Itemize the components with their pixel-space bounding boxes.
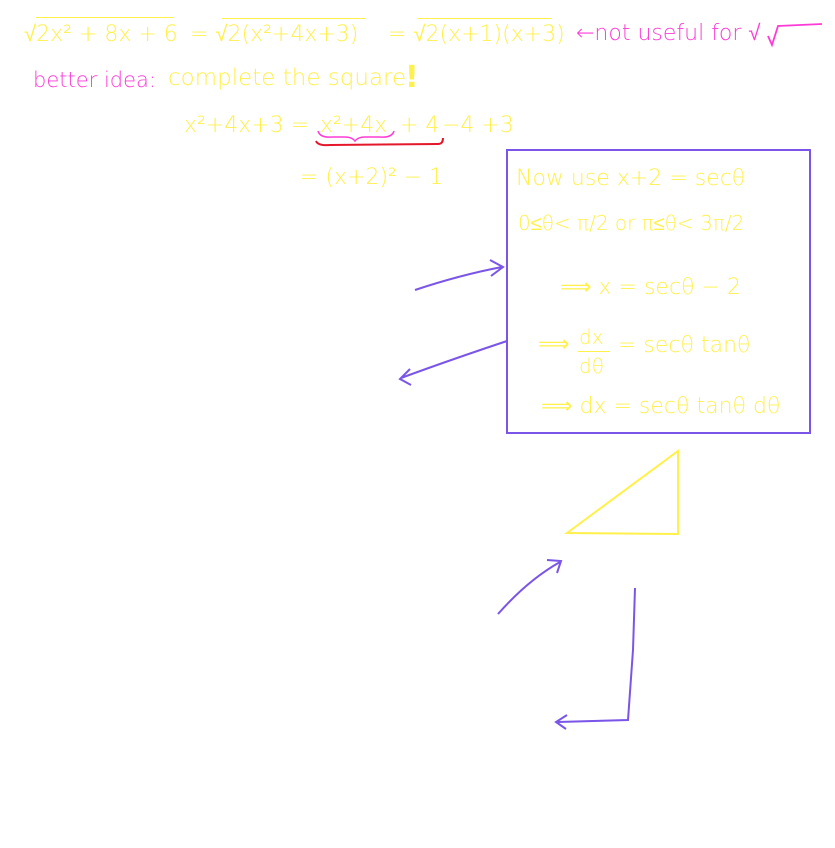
substitution-box <box>506 149 811 434</box>
quadratic-underlined-part: x²+4x <box>320 113 388 138</box>
complete-the-square-text: complete the square <box>168 65 407 91</box>
exclamation: ! <box>405 60 419 95</box>
quadratic-plus-four: + 4 <box>400 113 440 138</box>
radical-expression-factored: = √2(x²+4x+3) <box>190 22 359 47</box>
elbow-arrow-head <box>554 714 568 730</box>
radical-overline-2 <box>222 18 366 19</box>
magenta-underbrace <box>317 130 395 143</box>
arrow-to-box-head <box>489 259 505 277</box>
box-row-derivative-numerator: dx <box>579 325 604 349</box>
radical-expression-fully-factored: = √2(x+1)(x+3) <box>388 22 565 47</box>
fraction-bar <box>578 351 610 352</box>
right-triangle-icon <box>563 449 679 536</box>
red-underline <box>315 137 444 147</box>
elbow-arrow-icon <box>557 587 636 723</box>
completed-square-result: = (x+2)² − 1 <box>300 165 444 190</box>
arrow-from-box-head <box>398 368 412 386</box>
box-row-derivative: = secθ tanθ <box>618 333 751 358</box>
box-row-differential: ⟹ dx = secθ tanθ dθ <box>541 394 781 419</box>
box-row-solve-x: ⟹ x = secθ − 2 <box>560 275 741 300</box>
arrow-to-triangle-icon <box>497 561 561 615</box>
arrow-to-box-icon <box>414 266 503 291</box>
box-row-derivative-arrow: ⟹ <box>538 332 570 357</box>
box-row-domain: 0≤θ< π/2 or π≤θ< 3π/2 <box>518 211 745 235</box>
radical-overline-1 <box>36 17 174 18</box>
arrow-from-box-icon <box>400 340 508 379</box>
box-row-substitution: Now use x+2 = secθ <box>516 166 746 191</box>
quadratic-lhs: x²+4x+3 = <box>184 113 310 138</box>
better-idea-label: better idea: <box>33 68 156 92</box>
arrow-to-triangle-head <box>546 559 563 574</box>
quadratic-remainder: −4 +3 <box>442 113 514 138</box>
radical-expression-original: √2x² + 8x + 6 <box>24 22 178 47</box>
radical-overline-3 <box>418 18 552 19</box>
note-not-useful: ←not useful for √ <box>576 21 761 46</box>
box-row-derivative-denominator: dθ <box>579 354 604 378</box>
square-root-icon <box>767 23 823 48</box>
